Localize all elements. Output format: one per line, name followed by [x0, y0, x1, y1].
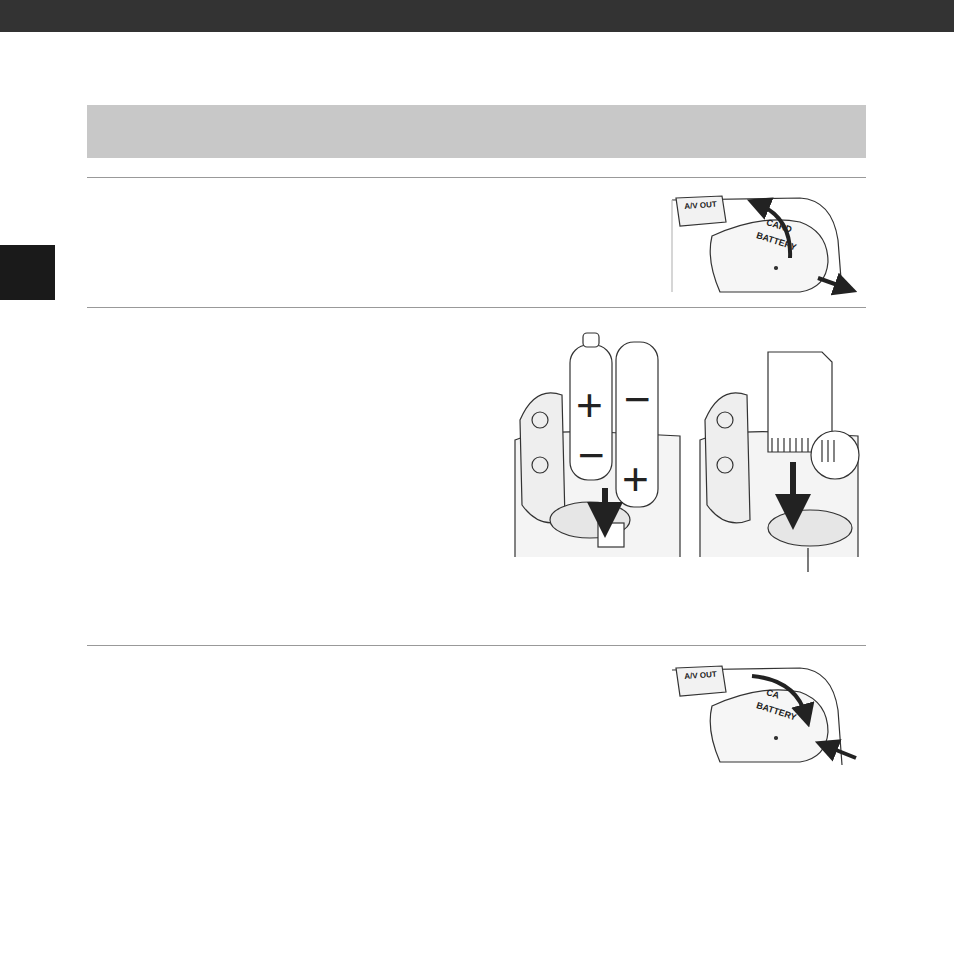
step-divider — [87, 307, 866, 308]
close-cover-illustration — [672, 666, 856, 765]
step-divider — [87, 177, 866, 178]
step-divider — [87, 645, 866, 646]
card-insert-illustration — [700, 352, 859, 572]
polarity-mark: − — [578, 432, 605, 478]
battery-insert-illustration — [515, 333, 680, 557]
chapter-tab — [0, 245, 55, 300]
polarity-mark: + — [576, 382, 603, 428]
leader-line — [807, 548, 808, 572]
open-cover-illustration — [672, 196, 846, 292]
polarity-mark: − — [624, 376, 651, 422]
header-bar — [0, 0, 954, 32]
polarity-mark: + — [622, 456, 649, 502]
section-heading-bar — [87, 105, 866, 158]
